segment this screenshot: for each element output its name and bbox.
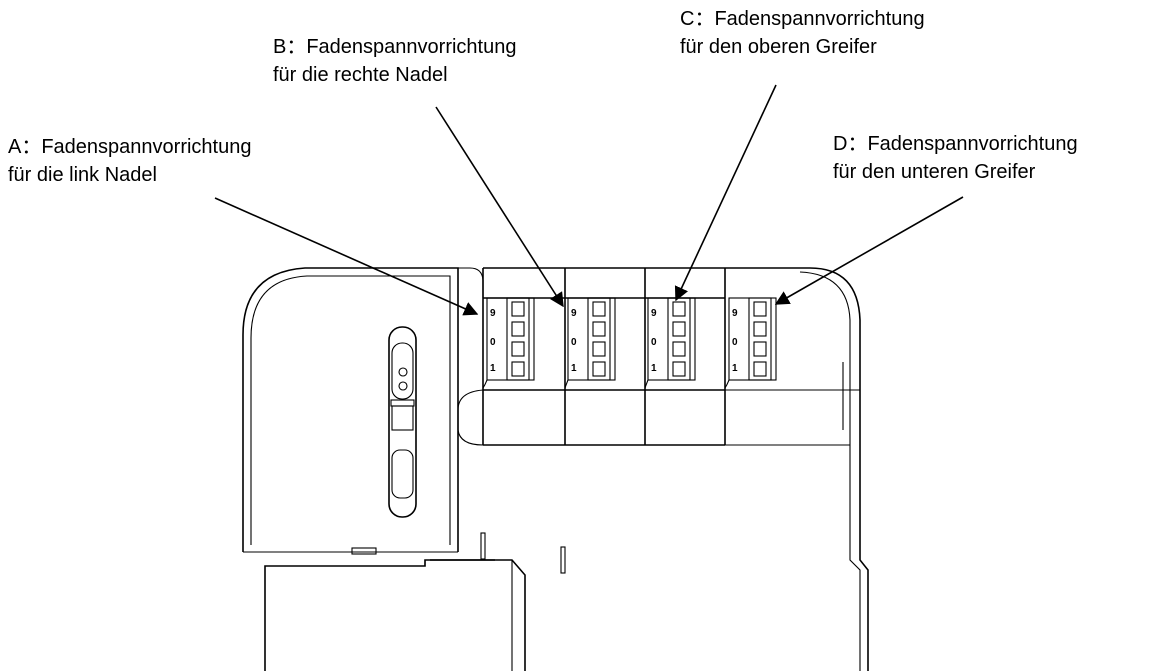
- arrow-c: [674, 84, 777, 302]
- label-c-line2: für den oberen Greifer: [680, 36, 877, 58]
- dial-d-mark-1: 1: [732, 363, 738, 374]
- dial-b-mark-9: 9: [571, 308, 577, 319]
- tension-dial-a: 9 0 1: [482, 297, 535, 389]
- dial-a-mark-0: 0: [490, 337, 496, 348]
- arrow-a: [214, 197, 479, 316]
- label-tension-d: D：Fadenspannvorrichtung für den unteren …: [833, 130, 1078, 186]
- label-b-line2: für die rechte Nadel: [273, 64, 448, 86]
- dial-a-mark-9: 9: [490, 308, 496, 319]
- dial-b-mark-1: 1: [571, 363, 577, 374]
- label-d-line1: D：Fadenspannvorrichtung: [833, 133, 1078, 155]
- label-c-line1: C：Fadenspannvorrichtung: [680, 8, 925, 30]
- leader-arrows: [214, 84, 964, 316]
- right-body: [725, 267, 869, 671]
- dial-a-mark-1: 1: [490, 363, 496, 374]
- arrow-b: [435, 106, 564, 308]
- cover-slider-knob: [388, 326, 417, 518]
- dial-d-mark-0: 0: [732, 337, 738, 348]
- label-a-line2: für die link Nadel: [8, 164, 157, 186]
- machine-base: [264, 532, 566, 671]
- label-tension-b: B：Fadenspannvorrichtung für die rechte N…: [273, 33, 516, 89]
- arrow-d: [774, 196, 964, 305]
- label-b-line1: B：Fadenspannvorrichtung: [273, 36, 517, 58]
- label-a-line1: A：Fadenspannvorrichtung: [8, 136, 252, 158]
- tension-dial-b: 9 0 1: [564, 297, 616, 389]
- label-tension-c: C：Fadenspannvorrichtung für den oberen G…: [680, 5, 925, 61]
- label-tension-a: A：Fadenspannvorrichtung für die link Nad…: [8, 133, 251, 189]
- dial-b-mark-0: 0: [571, 337, 577, 348]
- dial-d-mark-9: 9: [732, 308, 738, 319]
- dial-c-mark-9: 9: [651, 308, 657, 319]
- label-d-line2: für den unteren Greifer: [833, 161, 1036, 183]
- dial-c-mark-1: 1: [651, 363, 657, 374]
- tension-dial-c: 9 0 1: [644, 297, 696, 389]
- dial-c-mark-0: 0: [651, 337, 657, 348]
- tension-dial-d: 9 0 1: [724, 297, 777, 389]
- left-cover: [242, 267, 484, 555]
